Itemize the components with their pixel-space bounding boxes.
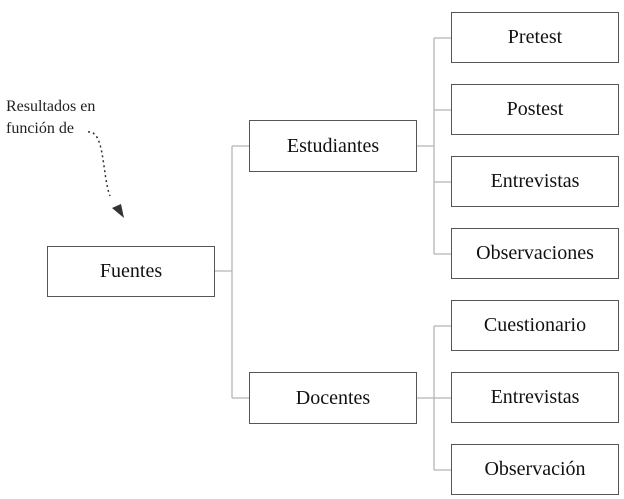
leaf-node-postest: Postest [451, 84, 619, 135]
group-node-docentes: Docentes [249, 372, 417, 424]
annotation-line-1: Resultados en [6, 98, 96, 115]
leaf-node-entrevistas-estudiantes: Entrevistas [451, 156, 619, 207]
leaf-node-entrevistas-docentes: Entrevistas [451, 372, 619, 423]
leaf-node-observacion: Observación [451, 444, 619, 495]
annotation-note: Resultados en función de [6, 96, 146, 140]
leaf-node-cuestionario: Cuestionario [451, 300, 619, 351]
leaf-node-observaciones: Observaciones [451, 228, 619, 279]
annotation-arrow [87, 131, 111, 197]
leaf-node-pretest: Pretest [451, 12, 619, 63]
group-node-estudiantes: Estudiantes [249, 120, 417, 172]
root-node-fuentes: Fuentes [47, 246, 215, 297]
arrow-head-icon [112, 204, 124, 218]
annotation-line-2: función de [6, 120, 74, 137]
